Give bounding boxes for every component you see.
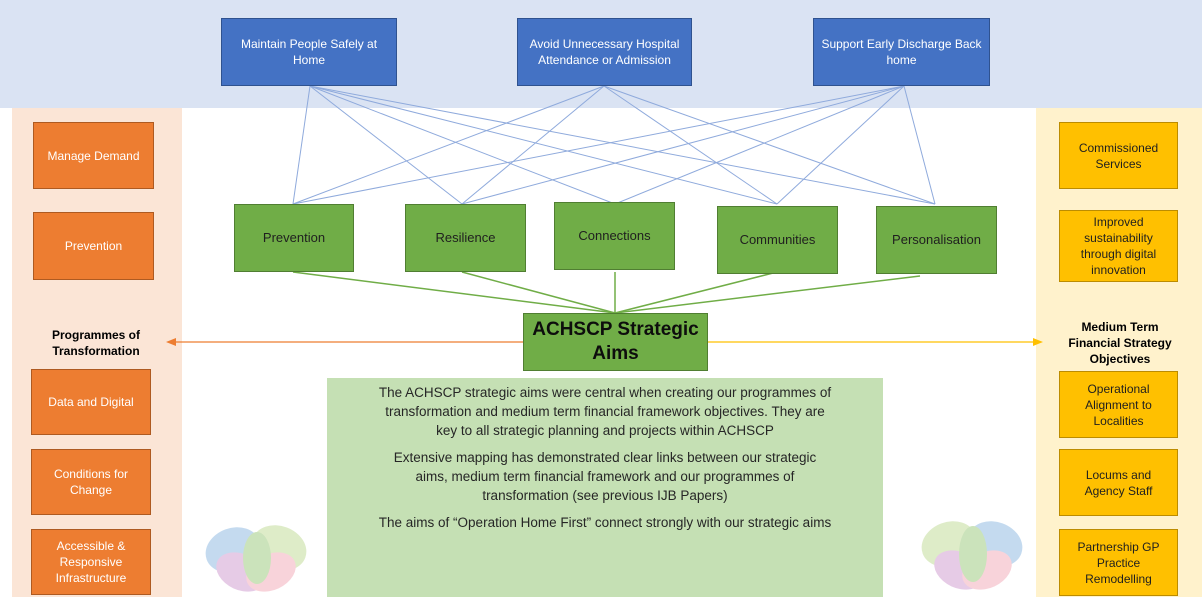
principle-personalisation: Personalisation [876, 206, 997, 274]
left-item-label: Data and Digital [48, 395, 134, 409]
top-box-label: Support Early Discharge Back home [821, 37, 982, 67]
arrow-right-head [1033, 338, 1043, 346]
link-line [309, 85, 616, 205]
link-line [614, 275, 921, 314]
link-line [614, 85, 905, 205]
left-item-label: Accessible & Responsive Infrastructure [55, 539, 127, 585]
top-box-avoid-admission: Avoid Unnecessary Hospital Attendance or… [517, 18, 692, 86]
left-heading: Programmes of Transformation [51, 328, 141, 358]
top-box-maintain-safely: Maintain People Safely at Home [221, 18, 397, 86]
top-box-label: Avoid Unnecessary Hospital Attendance or… [529, 37, 680, 67]
link-line [292, 85, 905, 205]
principle-resilience: Resilience [405, 204, 526, 272]
link-line [461, 271, 616, 314]
principle-label: Connections [578, 228, 651, 243]
principle-prevention: Prevention [234, 204, 354, 272]
heart-logo-icon [921, 521, 1023, 590]
heart-logo-icon [205, 525, 307, 592]
right-heading: Medium Term Financial Strategy Objective… [1068, 320, 1172, 366]
left-item-label: Prevention [64, 239, 123, 253]
link-line [309, 85, 463, 205]
principle-communities: Communities [717, 206, 838, 274]
link-line [292, 271, 616, 314]
left-item-label: Manage Demand [47, 148, 140, 163]
link-line [461, 85, 905, 205]
link-line [292, 85, 605, 205]
right-item-locums: Locums and Agency Staff [1059, 449, 1178, 516]
arrow-left-head [166, 338, 176, 346]
summary-paragraph: The ACHSCP strategic aims were central w… [378, 385, 832, 438]
right-item-label: Operational Alignment to Localities [1085, 381, 1152, 428]
link-line [903, 85, 936, 205]
link-line [603, 85, 778, 205]
link-line [603, 85, 936, 205]
principle-label: Communities [739, 232, 816, 247]
right-item-sustainability: Improved sustainability through digital … [1059, 210, 1178, 282]
right-item-label: Partnership GP Practice Remodelling [1077, 539, 1160, 586]
left-item-manage-demand: Manage Demand [33, 122, 154, 189]
right-item-gp-remodelling: Partnership GP Practice Remodelling [1059, 529, 1178, 596]
right-item-label: Commissioned Services [1078, 140, 1159, 171]
summary-panel: The ACHSCP strategic aims were central w… [327, 378, 883, 597]
top-box-early-discharge: Support Early Discharge Back home [813, 18, 990, 86]
link-line [309, 85, 778, 205]
link-line [292, 85, 311, 205]
top-box-label: Maintain People Safely at Home [240, 37, 378, 67]
strategic-aims-title: ACHSCP Strategic Aims [523, 313, 708, 371]
right-item-label: Locums and Agency Staff [1084, 467, 1153, 498]
left-item-label: Conditions for Change [53, 467, 129, 497]
left-item-conditions-change: Conditions for Change [31, 449, 151, 515]
right-item-commissioned: Commissioned Services [1059, 122, 1178, 189]
summary-paragraph: The aims of “Operation Home First” conne… [378, 515, 832, 530]
link-line [776, 85, 905, 205]
principle-connections: Connections [554, 202, 675, 270]
right-item-operational: Operational Alignment to Localities [1059, 371, 1178, 438]
principle-label: Personalisation [892, 232, 981, 247]
right-item-label: Improved sustainability through digital … [1080, 215, 1157, 277]
summary-paragraph: Extensive mapping has demonstrated clear… [393, 450, 817, 503]
principle-label: Prevention [262, 230, 326, 245]
principle-label: Resilience [435, 230, 496, 245]
left-item-infrastructure: Accessible & Responsive Infrastructure [31, 529, 151, 595]
strategic-aims-label: ACHSCP Strategic Aims [532, 319, 699, 364]
left-column [12, 108, 182, 597]
left-item-data-digital: Data and Digital [31, 369, 151, 435]
link-line [309, 85, 936, 205]
link-line [461, 85, 605, 205]
left-item-prevention: Prevention [33, 212, 154, 280]
link-line [614, 271, 778, 314]
